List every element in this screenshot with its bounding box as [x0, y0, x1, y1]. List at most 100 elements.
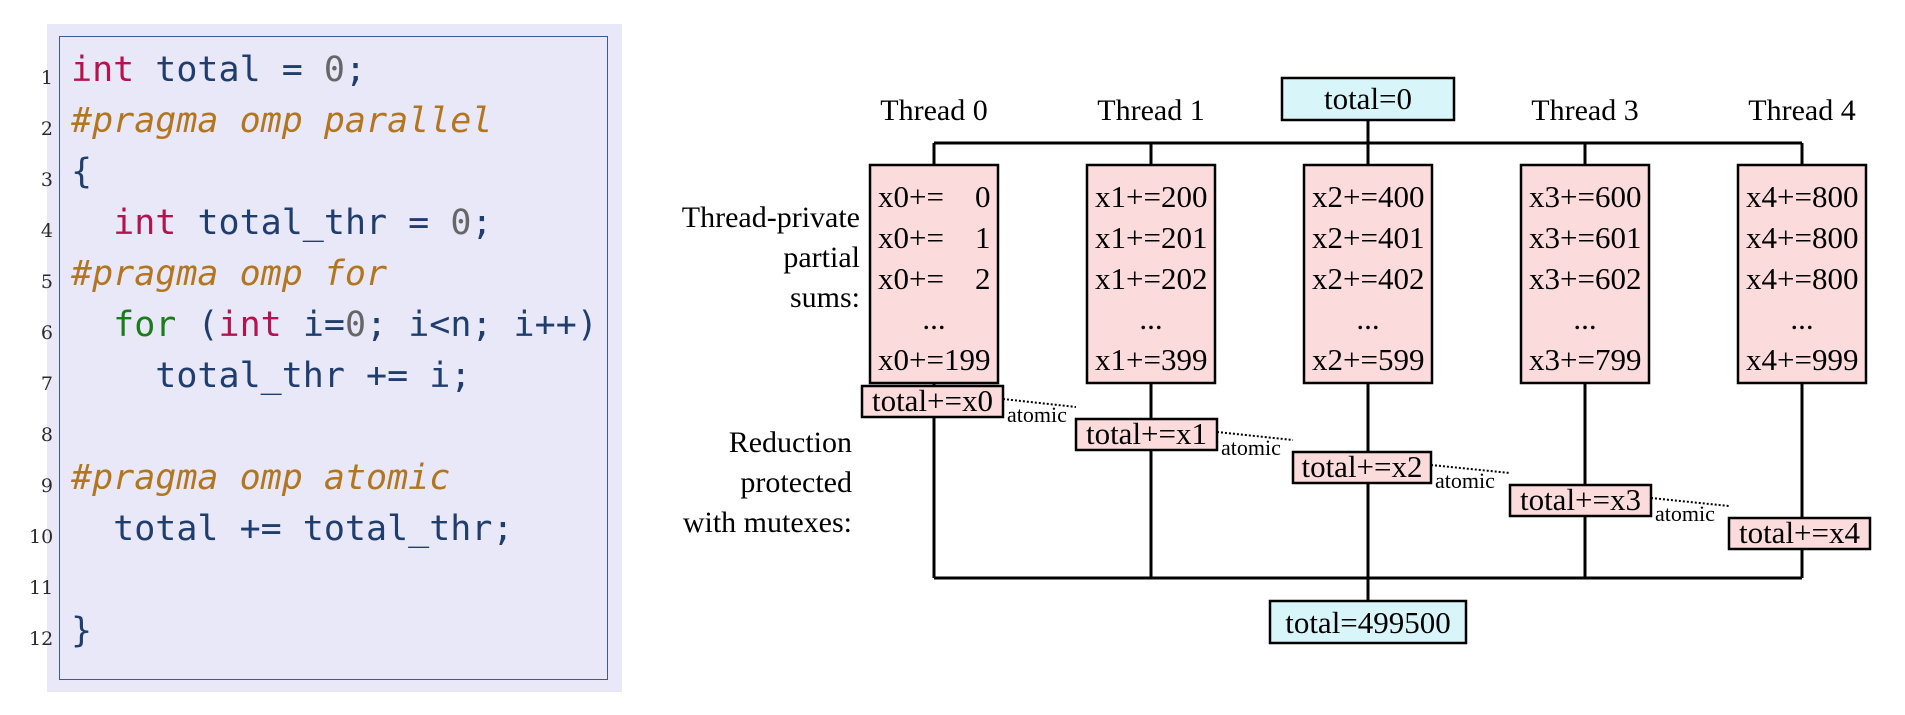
- partial-sum-text: x0+= 0: [878, 179, 990, 214]
- atomic-dotted-line: [1650, 497, 1730, 507]
- partial-sums-label: partial: [783, 241, 860, 274]
- line-code: int total = 0;: [71, 45, 366, 95]
- line-number: 7: [40, 373, 53, 395]
- line-number: 9: [40, 475, 53, 497]
- reduce-box: [1727, 516, 1872, 551]
- code-line: 4 int total_thr = 0;: [41, 198, 635, 248]
- atomic-dotted-line: [1002, 398, 1077, 408]
- line-number: 10: [29, 526, 54, 548]
- partial-sum-text: ...: [922, 301, 945, 336]
- partial-sum-text: x1+=200: [1095, 179, 1207, 214]
- code-token: 0: [344, 305, 367, 345]
- reduce-box: [1291, 450, 1433, 485]
- partial-sum-text: ...: [1790, 301, 1813, 336]
- final-total-box: [1268, 599, 1468, 645]
- reduce-text: total+=x4: [1739, 515, 1861, 550]
- partial-sum-text: x2+=599: [1312, 342, 1424, 377]
- code-token: 0: [450, 203, 472, 243]
- reduce-box: [1074, 417, 1219, 452]
- code-line: 5 #pragma omp for: [41, 249, 635, 299]
- line-number: 2: [40, 118, 53, 140]
- atomic-dotted-line: [1216, 431, 1294, 441]
- line-code: #pragma omp for: [71, 249, 387, 299]
- atomic-label: atomic: [1007, 402, 1067, 427]
- reduce-text: total+=x0: [872, 383, 993, 418]
- reduce-text: total+=x3: [1520, 482, 1641, 517]
- line-code: {: [71, 147, 92, 197]
- partial-sum-text: x3+=601: [1529, 220, 1641, 255]
- code-token: total_thr += i;: [71, 356, 472, 396]
- line-number: 3: [40, 169, 53, 191]
- code-token: {: [71, 152, 93, 192]
- line-code: for (int i=0; i<n; i++): [71, 300, 598, 350]
- line-number: 5: [40, 271, 53, 293]
- partial-sum-text: x2+=400: [1312, 179, 1424, 214]
- code-line: 3{: [41, 147, 635, 197]
- partial-sum-text: x3+=799: [1529, 342, 1641, 377]
- line-number: 12: [29, 628, 54, 650]
- partial-sum-text: ...: [1573, 301, 1596, 336]
- reduce-text: total+=x2: [1301, 449, 1422, 484]
- reduce-box: [1508, 483, 1653, 518]
- partial-sum-text: x3+=602: [1529, 261, 1641, 296]
- code-token: total_thr =: [176, 203, 451, 243]
- line-code: total += total_thr;: [71, 504, 514, 554]
- reduce-text: total+=x1: [1086, 416, 1207, 451]
- partial-sum-text: x4+=999: [1746, 342, 1858, 377]
- partial-sum-box: [1736, 163, 1868, 385]
- line-code: total_thr += i;: [71, 351, 471, 401]
- line-code: #pragma omp atomic: [71, 453, 450, 503]
- thread-header: Thread 3: [1531, 94, 1638, 127]
- atomic-label: atomic: [1655, 501, 1715, 526]
- code-line: 2 #pragma omp parallel: [41, 96, 635, 146]
- code-token: int: [71, 50, 135, 90]
- line-number: 6: [40, 322, 53, 344]
- partial-sum-text: ...: [1356, 301, 1379, 336]
- atomic-label: atomic: [1221, 435, 1281, 460]
- final-total-text: total=499500: [1285, 605, 1451, 640]
- partial-sum-text: x2+=401: [1312, 220, 1424, 255]
- line-code: #pragma omp parallel: [71, 96, 492, 146]
- code-token: }: [71, 611, 93, 651]
- partial-sum-text: x1+=399: [1095, 342, 1207, 377]
- thread-header: Thread 1: [1097, 94, 1204, 127]
- thread-header: Thread 4: [1748, 94, 1855, 127]
- partial-sum-text: x1+=201: [1095, 220, 1207, 255]
- partial-sum-text: x2+=402: [1312, 261, 1424, 296]
- code-token: ;: [471, 203, 493, 243]
- partial-sum-box: [1519, 163, 1651, 385]
- partial-sum-text: x4+=800: [1746, 220, 1858, 255]
- line-code: int total_thr = 0;: [71, 198, 492, 248]
- code-token: for: [113, 305, 177, 345]
- reduce-box: [860, 384, 1005, 419]
- partial-sum-box: [868, 163, 1000, 385]
- partial-sum-text: ...: [1139, 301, 1162, 336]
- code-token: ;: [344, 50, 367, 90]
- line-number: 11: [29, 577, 54, 599]
- partial-sum-text: x0+= 2: [878, 261, 990, 296]
- partial-sum-text: x4+=800: [1746, 179, 1858, 214]
- diagram-labels: Thread 0x0+= 0x0+= 1x0+= 2...x0+=199tota…: [682, 81, 1861, 640]
- diagram-connectors: [932, 120, 1804, 601]
- code-token: total =: [134, 50, 324, 90]
- atomic-label: atomic: [1435, 468, 1495, 493]
- partial-sum-text: x4+=800: [1746, 261, 1858, 296]
- atomic-dotted-line: [1430, 464, 1511, 474]
- init-total-text: total=0: [1324, 81, 1412, 116]
- code-line: 11: [29, 555, 635, 605]
- code-token: #pragma omp parallel: [71, 101, 493, 141]
- partial-sum-text: x0+= 1: [878, 220, 990, 255]
- code-token: int: [113, 203, 177, 243]
- partial-sums-label: sums:: [790, 281, 860, 314]
- code-token: (: [176, 305, 219, 345]
- code-line: 10 total += total_thr;: [29, 504, 635, 554]
- code-token: int: [218, 305, 282, 345]
- code-token: total += total_thr;: [71, 509, 514, 549]
- init-total-box: [1280, 76, 1456, 122]
- reduction-label: Reduction: [729, 426, 852, 459]
- partial-sum-text: x0+=199: [878, 342, 990, 377]
